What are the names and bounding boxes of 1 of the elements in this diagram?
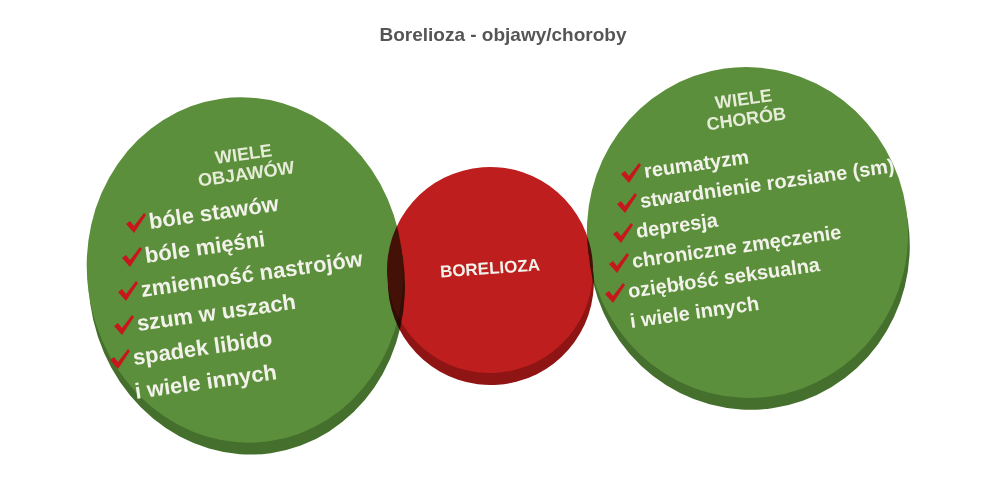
diagram-title: Borelioza - objawy/choroby	[378, 24, 628, 46]
